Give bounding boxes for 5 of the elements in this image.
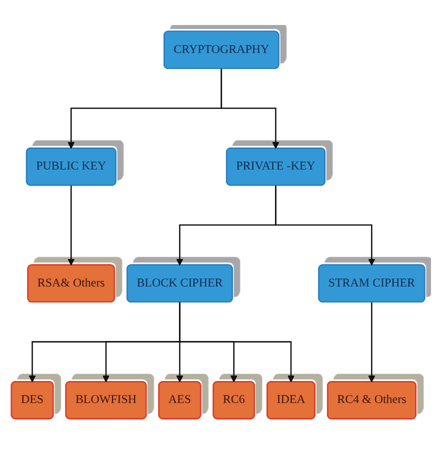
arrow (368, 302, 376, 383)
arrow (68, 186, 75, 266)
arrow (220, 69, 280, 150)
arrow (179, 302, 294, 383)
arrow (275, 186, 376, 266)
